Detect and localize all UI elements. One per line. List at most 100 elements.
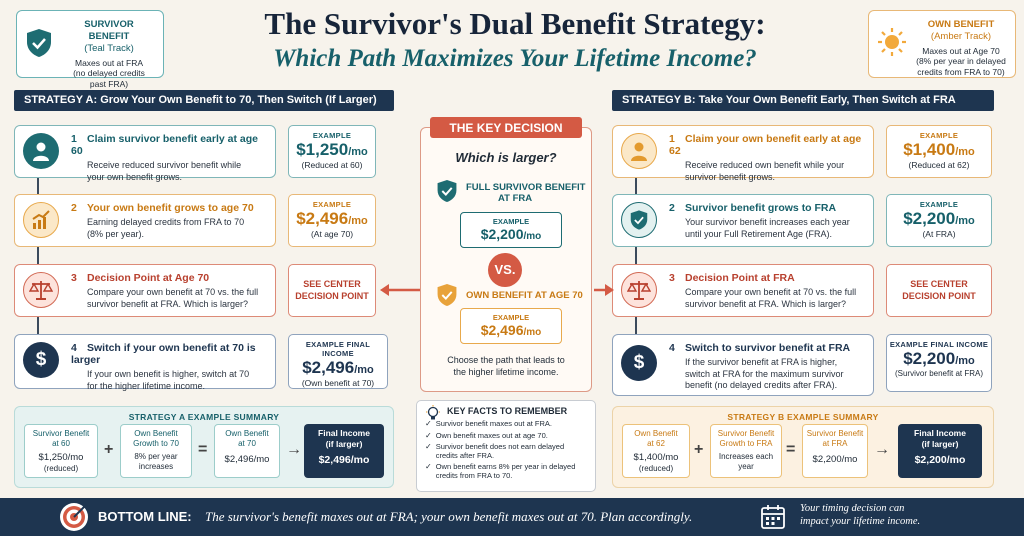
final-label: (if larger) — [325, 438, 363, 449]
step-desc: survivor benefit at FRA. Which is larger… — [685, 298, 847, 309]
summary-title: STRATEGY B EXAMPLE SUMMARY — [727, 412, 879, 422]
summary-title: STRATEGY A EXAMPLE SUMMARY — [128, 412, 280, 422]
legend-line: Maxes out at Age 70 — [922, 45, 1000, 56]
example-unit: /mo — [955, 355, 975, 367]
example-unit: /mo — [523, 327, 542, 338]
final-label: Final Income — [914, 428, 966, 438]
example-unit: /mo — [955, 146, 975, 158]
step-number: 1 — [669, 133, 675, 145]
step-number: 2 — [71, 202, 77, 214]
example-unit: /mo — [348, 146, 368, 158]
decision-question: Which is larger? — [455, 150, 557, 165]
shield-check-icon — [621, 202, 657, 238]
step-desc: Receive reduced survivor benefit while — [87, 160, 242, 170]
check-icon: ✓ — [425, 442, 432, 452]
step-desc: survivor benefit grows. — [685, 171, 776, 182]
example-value: $2,496 — [302, 358, 355, 377]
final-value: $2,496/mo — [318, 454, 370, 467]
step-number: 4 — [71, 342, 77, 354]
legend-line: past FRA) — [89, 78, 129, 89]
legend-line: (8% per year in delayed — [916, 56, 1006, 67]
see-center-label: SEE CENTER — [303, 279, 361, 289]
option-label-line: AT FRA — [498, 193, 533, 205]
example-label: EXAMPLE FINAL INCOME — [889, 340, 989, 349]
see-center-label: DECISION POINT — [295, 290, 369, 301]
scale-icon — [621, 272, 657, 308]
see-center-label: DECISION POINT — [902, 290, 976, 301]
summary-label: Growth to FRA — [719, 439, 773, 448]
step-number: 3 — [669, 272, 675, 284]
guidance-line: Choose the path that leads to — [447, 355, 565, 365]
example-label: EXAMPLE — [492, 313, 530, 322]
step-title: Switch if your own benefit at 70 is larg… — [71, 342, 256, 366]
example-value: $2,496 — [296, 209, 349, 228]
legend-survivor: SURVIVOR BENEFIT (Teal Track) Maxes out … — [16, 10, 164, 89]
summary-label: Own Benefit — [225, 429, 269, 438]
equals-sign: = — [786, 441, 796, 458]
bottom-right-note: Your timing decision can impact your lif… — [800, 502, 920, 528]
example-label: EXAMPLE — [312, 200, 352, 209]
shield-check-icon — [25, 19, 55, 69]
step-desc: If the survivor benefit at FRA is higher… — [685, 357, 838, 367]
connector-arrow — [37, 317, 39, 334]
step-title: Claim your own benefit early at age 62 — [669, 133, 862, 157]
summary-box: Own Benefit at 70 $2,496/mo — [214, 424, 280, 478]
example-label: EXAMPLE FINAL INCOME — [305, 340, 371, 358]
page-subtitle: Which Path Maximizes Your Lifetime Incom… — [273, 45, 757, 72]
summary-label: at 60 — [52, 439, 70, 448]
option-own-example: EXAMPLE $2,496/mo — [460, 308, 562, 344]
connector-arrow — [635, 247, 637, 264]
step-desc: Compare your own benefit at 70 vs. the f… — [685, 287, 857, 297]
guidance-line: the higher lifetime income. — [453, 367, 559, 378]
legend-title: SURVIVOR BENEFIT — [84, 19, 134, 42]
option-survivor-example: EXAMPLE $2,200/mo — [460, 212, 562, 248]
example-value: $1,250 — [296, 140, 349, 159]
growth-chart-icon — [23, 202, 59, 238]
strategy-b-example-1: EXAMPLE $1,400/mo (Reduced at 62) — [886, 125, 992, 178]
fact-item: ✓Survivor benefit maxes out at FRA. — [425, 419, 587, 429]
fact-text: Survivor benefit maxes out at FRA. — [435, 419, 553, 428]
summary-label: at 62 — [647, 439, 665, 448]
example-value: $2,200 — [480, 226, 524, 242]
step-number: 4 — [669, 342, 675, 354]
strategy-b-example-3: SEE CENTER DECISION POINT — [886, 264, 992, 317]
page-title: The Survivor's Dual Benefit Strategy: — [264, 6, 766, 41]
summary-box: Survivor Benefit at FRA $2,200/mo — [802, 424, 868, 478]
plus-sign: + — [104, 441, 114, 458]
summary-label: Own Benefit — [634, 429, 678, 438]
connector-arrow — [37, 178, 39, 194]
summary-box: Survivor Benefit Growth to FRA Increases… — [710, 424, 782, 478]
step-desc: your own benefit grows. — [87, 171, 183, 182]
example-note: (At age 70) — [310, 229, 354, 240]
step-desc: Compare your own benefit at 70 vs. the f… — [87, 287, 259, 297]
bottom-banner — [0, 498, 1024, 536]
step-desc: benefit (no delayed credits after FRA). — [685, 380, 838, 391]
summary-label: at FRA — [822, 439, 848, 448]
summary-box: Survivor Benefit at 60 $1,250/mo (reduce… — [24, 424, 98, 478]
person-icon — [621, 133, 657, 169]
step-desc: Your survivor benefit increases each yea… — [685, 217, 850, 227]
legend-line: Maxes out at FRA — [74, 57, 144, 68]
step-number: 1 — [71, 133, 77, 145]
option-label-line: FULL SURVIVOR BENEFIT — [466, 182, 586, 193]
facts-title: KEY FACTS TO REMEMBER — [447, 406, 568, 416]
example-label: EXAMPLE — [492, 217, 530, 226]
summary-label: Survivor Benefit — [32, 429, 90, 438]
summary-note: (reduced) — [43, 463, 79, 473]
strategy-a-example-1: EXAMPLE $1,250/mo (Reduced at 60) — [288, 125, 376, 178]
strategy-a-example-2: EXAMPLE $2,496/mo (At age 70) — [288, 194, 376, 247]
step-desc: for the higher lifetime income. — [87, 380, 206, 391]
calendar-icon — [760, 504, 786, 535]
summary-label: Own Benefit — [134, 429, 178, 438]
arrow-right-icon: → — [874, 441, 890, 458]
fact-item: ✓Own benefit maxes out at age 70. — [425, 431, 587, 441]
step-desc: Receive reduced own benefit while your — [685, 160, 845, 170]
lightbulb-icon — [425, 405, 441, 426]
legend-line: (no delayed credits — [73, 68, 145, 79]
step-desc: Earning delayed credits from FRA to 70 — [87, 217, 245, 227]
step-title: Decision Point at Age 70 — [87, 272, 210, 284]
arrow-right-icon — [594, 284, 614, 296]
summary-label: at 70 — [238, 439, 256, 448]
